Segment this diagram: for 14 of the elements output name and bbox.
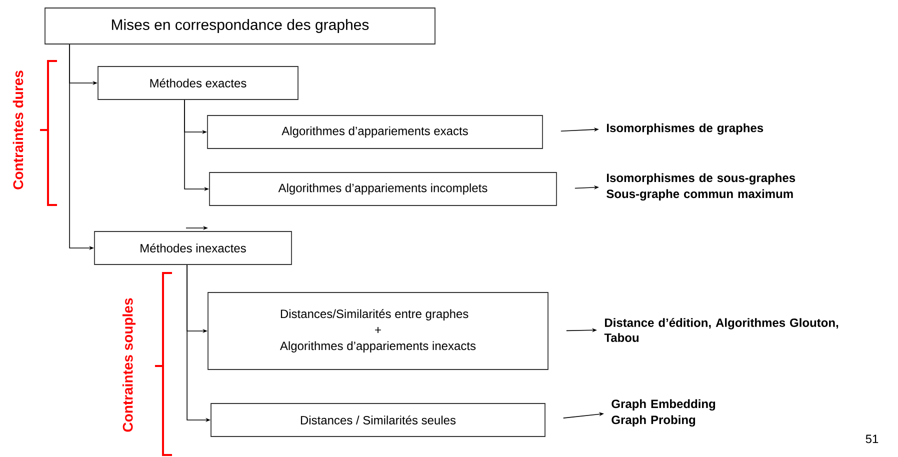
process-box: Distances/Similarités entre graphes + Algorithmes d’appariements inexacts <box>208 292 548 370</box>
page-number: 51 <box>866 434 878 444</box>
process-box: Mises en correspondance des graphes <box>44 8 436 44</box>
process-box: Distances / Similarités seules <box>210 403 546 437</box>
result-text: Graph Embedding Graph Probing <box>612 399 716 427</box>
process-box: Algorithmes d’appariements exacts <box>207 115 543 149</box>
side-label: Contraintes dures <box>12 70 24 190</box>
side-label: Contraintes souples <box>122 298 136 432</box>
process-box: Algorithmes d’appariements incomplets <box>209 172 557 206</box>
result-text: Isomorphismes de sous-graphes Sous-graphe commun maximum <box>606 173 796 201</box>
result-text: Distance d’édition, Algorithmes Glouton, Tabou <box>604 318 838 342</box>
result-text: Isomorphismes de graphes <box>607 123 764 135</box>
process-box: Méthodes exactes <box>98 66 298 100</box>
process-box: Méthodes inexactes <box>94 231 292 265</box>
